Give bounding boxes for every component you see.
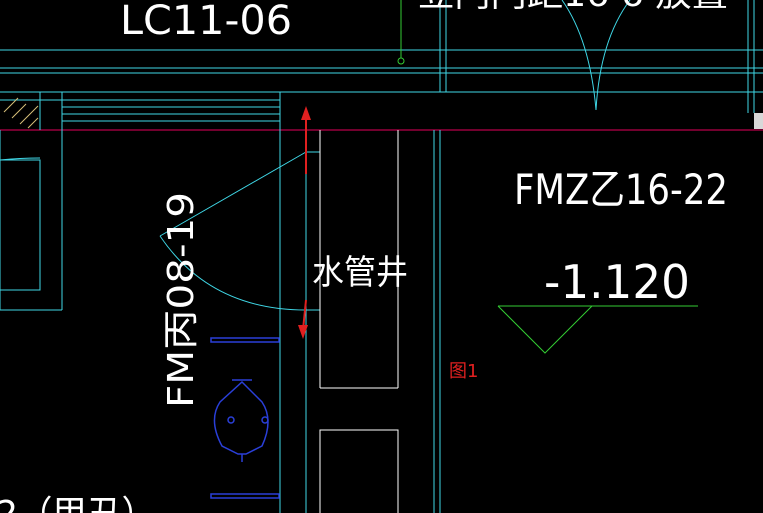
top-door-swing xyxy=(561,0,631,111)
elevation-value: -1.120 xyxy=(544,255,690,309)
top-note-label: 立门门距16 6 放置 xyxy=(418,0,728,15)
water-shaft xyxy=(319,130,399,513)
window-band-left xyxy=(0,92,281,130)
left-walls xyxy=(0,130,63,311)
elevation-symbol xyxy=(497,305,698,354)
bottom-partial-label: 2（甲丑） xyxy=(0,494,156,513)
dimension-arrows xyxy=(298,106,311,339)
window-tag-label: LC11-06 xyxy=(120,0,292,44)
water-shaft-label: 水管井 xyxy=(312,253,408,293)
hatched-column xyxy=(3,97,39,129)
door-fm-bing xyxy=(159,130,320,513)
grip-marker xyxy=(754,113,763,129)
door-fmz-label: FMZ乙16-22 xyxy=(514,165,728,214)
figure-label: 图1 xyxy=(449,361,478,382)
washbasin-fixture xyxy=(210,337,280,499)
top-wall-lines xyxy=(0,0,763,113)
green-leader xyxy=(397,0,405,65)
corridor-wall xyxy=(433,130,441,513)
door-fm-bing-label: FM丙08-19 xyxy=(161,192,202,408)
